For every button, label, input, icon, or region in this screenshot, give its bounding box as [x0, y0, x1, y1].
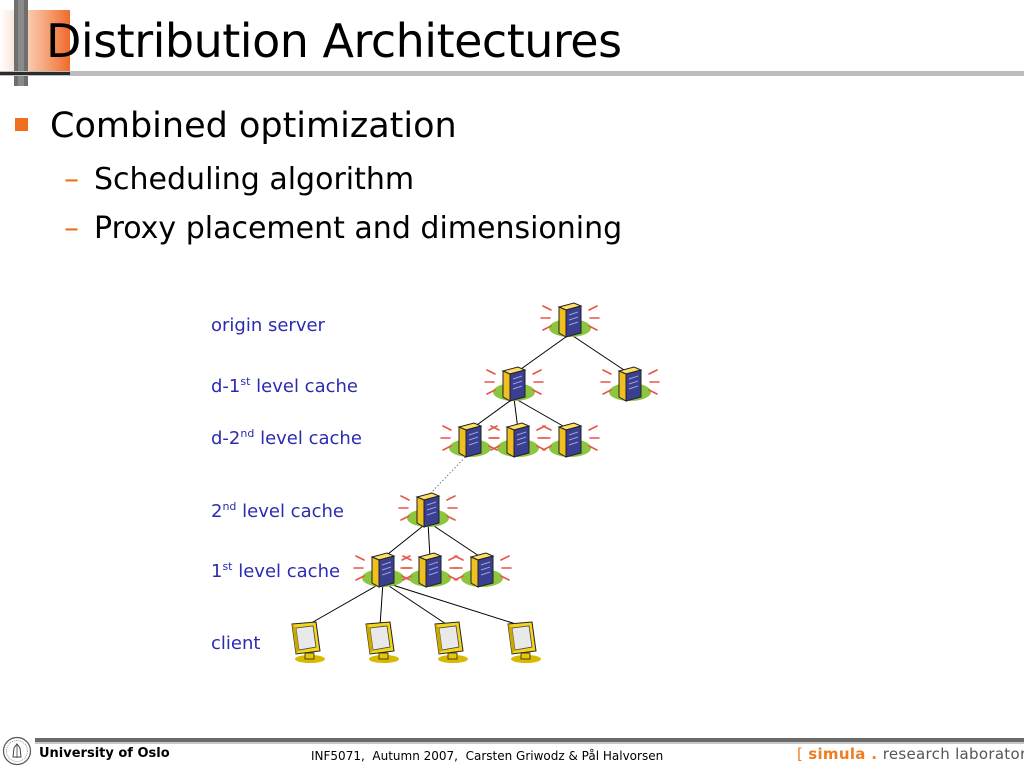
server-icon-1st-level-b: [400, 552, 460, 588]
server-icon-2nd-level: [398, 492, 458, 528]
server-icon-d1-left: [484, 366, 544, 402]
server-icon-origin: [540, 302, 600, 338]
footer-university: University of Oslo: [39, 746, 170, 761]
label-client: client: [211, 633, 261, 654]
title-underline-dark: [0, 72, 70, 75]
footer-rule-light: [35, 742, 1024, 744]
dash-icon: –: [64, 162, 79, 197]
dash-icon: –: [64, 211, 79, 246]
server-icon-d1-right: [600, 366, 660, 402]
computer-monitor-icon-client-c: [434, 621, 469, 664]
label-1st-level-cache: 1st level cache: [211, 560, 341, 582]
simula-logo: [ simula . research laboratory ]: [797, 745, 1024, 763]
computer-monitor-icon-client-a: [291, 621, 326, 664]
computer-monitor-icon-client-d: [507, 621, 542, 664]
bullet-combined-optimization: Combined optimization: [50, 106, 457, 146]
bullet-square-icon: [15, 118, 28, 131]
server-icon-d2-b: [488, 422, 548, 458]
title-vertical-bar: [14, 0, 28, 86]
computer-monitor-icon-client-b: [365, 621, 400, 664]
footer-course-info: INF5071, Autumn 2007, Carsten Griwodz & …: [311, 749, 664, 763]
label-d2-level-cache: d-2nd level cache: [211, 427, 362, 449]
subbullet-scheduling: Scheduling algorithm: [94, 162, 415, 197]
server-icon-1st-level-a: [353, 552, 413, 588]
server-icon-1st-level-c: [452, 552, 512, 588]
server-icon-d2-c: [540, 422, 600, 458]
title-underline: [0, 71, 1024, 76]
server-icon-d2-a: [440, 422, 500, 458]
label-origin-server: origin server: [211, 315, 325, 336]
title-accent-gradient: [0, 10, 70, 72]
label-2nd-level-cache: 2nd level cache: [211, 500, 344, 522]
university-seal-icon: [2, 736, 32, 766]
footer-rule: [35, 738, 1024, 742]
label-d1-level-cache: d-1st level cache: [211, 375, 358, 397]
subbullet-proxy-placement: Proxy placement and dimensioning: [94, 211, 623, 246]
slide-title: Distribution Architectures: [46, 14, 622, 68]
